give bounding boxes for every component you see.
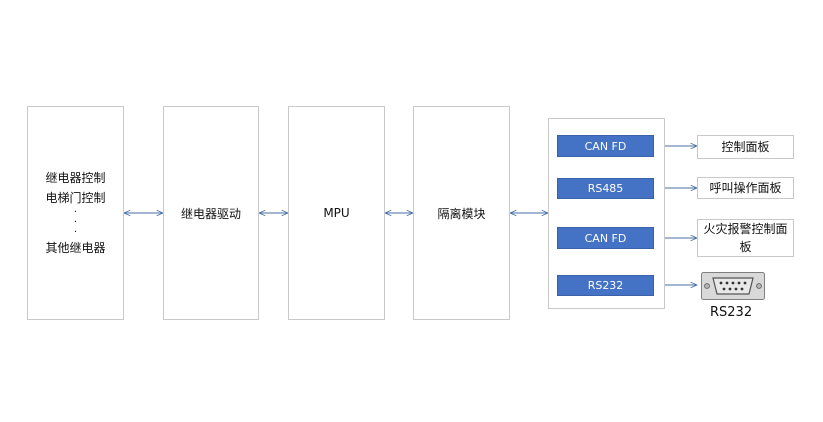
rs485-bus: RS485 [557,178,654,199]
ellipsis-dot: · [73,207,78,218]
db9-serial-connector-icon [701,272,765,300]
device-label: 火灾报警控制面板 [703,222,788,254]
bus-label: RS485 [587,182,624,195]
call-panel-device: 呼叫操作面板 [697,177,794,199]
ellipsis-dot: · [73,227,78,238]
device-label: 呼叫操作面板 [709,181,782,195]
mpu-block: MPU [288,106,385,320]
canfd-bus-1: CAN FD [557,135,654,157]
rs232-device-label: RS232 [710,305,753,320]
device-label: 控制面板 [721,140,770,154]
bus-label: CAN FD [584,139,627,153]
isolation-block: 隔离模块 [413,106,510,320]
relay-control-label: 继电器控制 [45,171,106,185]
bus-label: CAN FD [584,231,627,245]
mpu-label: MPU [323,206,350,220]
relay-group-block: 继电器控制 电梯门控制 · · · 其他继电器 [27,106,124,320]
canfd-bus-2: CAN FD [557,227,654,249]
rs232-bus: RS232 [557,275,654,296]
isolation-label: 隔离模块 [437,206,486,221]
door-control-label: 电梯门控制 [45,191,106,205]
relay-drive-label: 继电器驱动 [180,206,241,221]
fire-alarm-panel-device: 火灾报警控制面板 [697,219,794,257]
ellipsis-dot: · [73,217,78,228]
relay-drive-block: 继电器驱动 [163,106,259,320]
bus-label: RS232 [587,279,624,292]
other-relay-label: 其他继电器 [45,241,106,255]
control-panel-device: 控制面板 [697,135,794,159]
